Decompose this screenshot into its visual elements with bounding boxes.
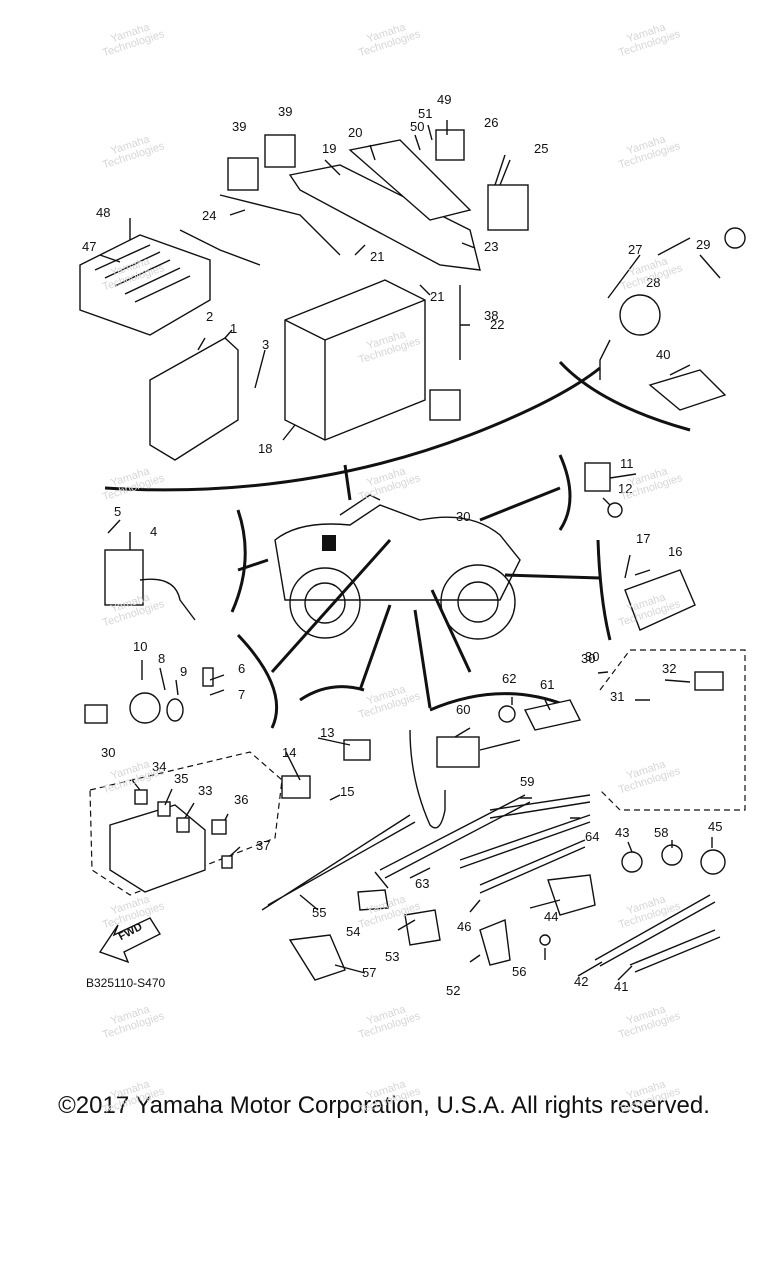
callout-55: 55 (312, 905, 327, 920)
callout-1: 1 (230, 321, 238, 336)
callout-40: 40 (656, 347, 671, 362)
callout-32: 32 (662, 661, 677, 676)
callout-37: 37 (256, 838, 271, 853)
callout-29: 29 (696, 237, 711, 252)
fwd-arrow-icon (98, 917, 162, 964)
callout-63: 63 (415, 876, 430, 891)
callout-5: 5 (114, 504, 122, 519)
callout-8: 8 (158, 651, 166, 666)
callout-15: 15 (340, 784, 355, 799)
callout-38: 38 (484, 308, 499, 323)
callout-36: 36 (234, 792, 249, 807)
callout-14: 14 (282, 745, 297, 760)
callout-57: 57 (362, 965, 377, 980)
callout-64: 64 (585, 829, 600, 844)
callout-21: 21 (430, 289, 445, 304)
callout-39: 39 (232, 119, 247, 134)
callout-17: 17 (636, 531, 651, 546)
diagram-code: B325110-S470 (86, 976, 166, 990)
callout-6: 6 (238, 661, 246, 676)
callout-9: 9 (180, 664, 188, 679)
callout-51: 51 (418, 106, 433, 121)
callout-20: 20 (348, 125, 363, 140)
callout-59: 59 (520, 774, 535, 789)
callout-26: 26 (484, 115, 499, 130)
callout-18: 18 (258, 441, 273, 456)
callout-60: 60 (456, 702, 471, 717)
callout-43: 43 (615, 825, 630, 840)
callout-52: 52 (446, 983, 461, 998)
callout-23: 23 (484, 239, 499, 254)
callout-50: 50 (410, 119, 425, 134)
callout-16: 16 (668, 544, 683, 559)
callout-4: 4 (150, 524, 158, 539)
callout-31: 31 (610, 689, 625, 704)
callout-2: 2 (206, 309, 214, 324)
callout-46: 46 (457, 919, 472, 934)
callout-42: 42 (574, 974, 589, 989)
callout-10: 10 (133, 639, 148, 654)
callout-19: 19 (322, 141, 337, 156)
callout-47: 47 (82, 239, 97, 254)
copyright-text: ©2017 Yamaha Motor Corporation, U.S.A. A… (58, 1092, 710, 1119)
callout-56: 56 (512, 964, 527, 979)
callout-48: 48 (96, 205, 111, 220)
atv-illustration (274, 494, 521, 640)
callout-27: 27 (628, 242, 643, 257)
callout-7: 7 (238, 687, 246, 702)
callout-12: 12 (618, 481, 633, 496)
callout-39: 39 (278, 104, 293, 119)
callout-49: 49 (437, 92, 452, 107)
callout-33: 33 (198, 783, 213, 798)
callout-54: 54 (346, 924, 361, 939)
callout-25: 25 (534, 141, 549, 156)
callout-28: 28 (646, 275, 661, 290)
callout-35: 35 (174, 771, 189, 786)
callout-44: 44 (544, 909, 559, 924)
callout-58: 58 (654, 825, 669, 840)
callout-45: 45 (708, 819, 723, 834)
callout-53: 53 (385, 949, 400, 964)
callout-62: 62 (502, 671, 517, 686)
callout-30: 30 (581, 651, 596, 666)
callout-61: 61 (540, 677, 555, 692)
callout-13: 13 (320, 725, 335, 740)
callout-30: 30 (585, 649, 600, 664)
callout-21: 21 (370, 249, 385, 264)
callout-22: 22 (490, 317, 505, 332)
callout-41: 41 (614, 979, 629, 994)
callout-34: 34 (152, 759, 167, 774)
callout-3: 3 (262, 337, 270, 352)
callout-24: 24 (202, 208, 217, 223)
callout-11: 11 (620, 456, 634, 471)
callout-30: 30 (456, 509, 471, 524)
callout-30: 30 (101, 745, 116, 760)
